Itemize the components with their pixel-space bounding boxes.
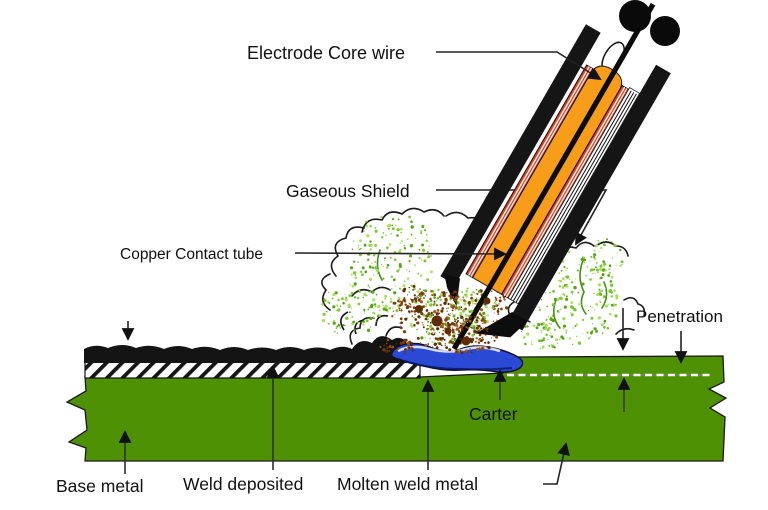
bead-curls (340, 311, 389, 335)
arc-spatter-speckles (439, 287, 497, 344)
wire-feed-roller-bottom (650, 16, 680, 46)
welding-torch (440, 2, 671, 351)
label-electrode-core-wire: Electrode Core wire (247, 43, 405, 63)
arrow-electrode-core-wire (436, 51, 602, 81)
electrode-wire (451, 2, 656, 351)
insulation-stripes-left (465, 64, 594, 279)
label-gaseous-shield: Gaseous Shield (286, 181, 410, 201)
label-molten-weld-metal: Molten weld metal (337, 474, 478, 494)
nozzle-left (440, 24, 601, 285)
liner-band (507, 87, 641, 305)
spatter-blobs (415, 297, 491, 346)
label-copper-contact-tube: Copper Contact tube (120, 246, 263, 263)
label-base-metal: Base metal (56, 476, 144, 496)
label-penetration: Penetration (636, 307, 723, 326)
arrow-copper-contact-tube (294, 247, 507, 261)
nozzle-right (507, 64, 671, 331)
insulation-stripes-right (500, 84, 630, 299)
annotation-arrows (118, 51, 688, 485)
wire-feed-roller-top (619, 0, 651, 32)
nozzle-tip-right (475, 311, 528, 338)
pool-shadow (403, 360, 513, 371)
label-weld-deposited: Weld deposited (183, 474, 303, 494)
label-crater: Carter (469, 404, 518, 424)
weld-bead (84, 336, 412, 363)
arrow-molten-elbow (543, 442, 570, 485)
